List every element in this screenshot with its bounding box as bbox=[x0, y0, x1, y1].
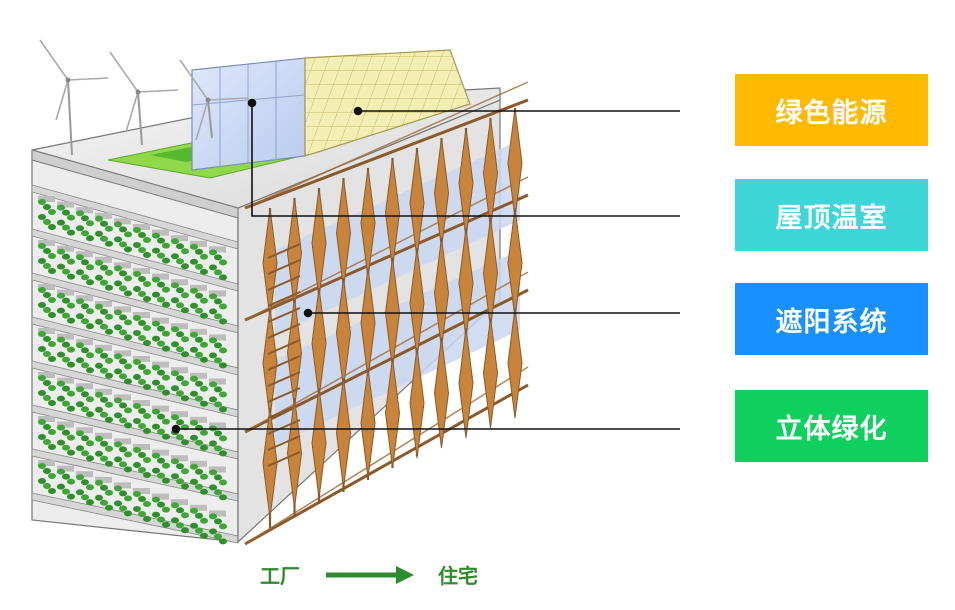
vine-planter bbox=[95, 300, 113, 335]
vine-planter bbox=[152, 273, 170, 308]
wind-turbines bbox=[39, 39, 249, 156]
vine-planter bbox=[95, 212, 113, 247]
vine-planter bbox=[38, 284, 56, 318]
vine-planter bbox=[152, 317, 170, 352]
vine-planter bbox=[152, 493, 170, 528]
vine-planter bbox=[171, 499, 189, 534]
footer-to-text: 住宅 bbox=[438, 564, 478, 588]
vine-planter bbox=[95, 388, 113, 423]
vine-planter bbox=[171, 279, 189, 314]
vine-planter bbox=[190, 240, 208, 275]
wind-turbine-icon bbox=[39, 39, 109, 156]
vine-planter bbox=[114, 262, 132, 297]
vine-planter bbox=[209, 334, 227, 369]
vine-planter bbox=[171, 323, 189, 358]
leader-line-greenhouse bbox=[251, 103, 680, 217]
label-vertical-greening: 立体绿化 bbox=[735, 390, 928, 462]
leader-lines bbox=[171, 98, 680, 434]
vine-planter bbox=[38, 460, 56, 494]
shading-facade bbox=[244, 81, 529, 546]
vine-planter bbox=[57, 421, 75, 456]
vine-planter bbox=[57, 245, 75, 280]
vine-planter bbox=[209, 466, 227, 501]
vine-planter bbox=[190, 328, 208, 363]
vine-planter bbox=[209, 378, 227, 413]
vine-planter bbox=[133, 224, 151, 258]
vine-planter bbox=[38, 416, 56, 450]
vine-planter bbox=[152, 361, 170, 396]
vine-planter bbox=[38, 328, 56, 362]
vine-planter bbox=[76, 295, 94, 330]
vine-planter bbox=[114, 306, 132, 341]
vine-planter bbox=[76, 427, 94, 462]
vine-planter bbox=[190, 284, 208, 319]
vine-planter bbox=[152, 405, 170, 440]
wind-turbine-icon bbox=[109, 51, 179, 146]
label-rooftop-greenhouse: 屋顶温室 bbox=[735, 179, 928, 251]
vine-planter bbox=[171, 367, 189, 402]
vine-planter bbox=[152, 229, 170, 264]
vine-planter bbox=[152, 449, 170, 484]
vine-planter bbox=[190, 460, 208, 495]
vine-planter bbox=[95, 432, 113, 467]
vine-planter bbox=[57, 377, 75, 412]
vine-planter bbox=[171, 455, 189, 490]
vine-planter bbox=[171, 235, 189, 270]
vine-planter bbox=[133, 268, 151, 302]
vine-planter bbox=[133, 356, 151, 390]
roof-slab-edge bbox=[31, 149, 239, 219]
vine-planter bbox=[133, 312, 151, 346]
vine-planter bbox=[171, 411, 189, 446]
vine-planter bbox=[209, 422, 227, 457]
vine-planter bbox=[57, 333, 75, 368]
footer-from-text: 工厂 bbox=[260, 564, 300, 588]
vine-planter bbox=[76, 383, 94, 418]
vine-planter bbox=[209, 246, 227, 281]
vine-planter bbox=[38, 196, 56, 230]
vine-planter bbox=[76, 471, 94, 506]
vine-planter bbox=[76, 251, 94, 286]
vine-planter bbox=[95, 476, 113, 511]
vertical-greening bbox=[38, 196, 227, 545]
vine-planter bbox=[38, 372, 56, 406]
vine-planter bbox=[57, 289, 75, 324]
vine-planter bbox=[190, 372, 208, 407]
vine-planter bbox=[209, 510, 227, 545]
vine-planter bbox=[133, 400, 151, 434]
wind-turbine-icon bbox=[179, 59, 249, 141]
vine-planter bbox=[190, 504, 208, 539]
vine-planter bbox=[57, 201, 75, 236]
vine-planter bbox=[114, 438, 132, 473]
vine-planter bbox=[114, 482, 132, 517]
arrow-right-icon bbox=[326, 566, 414, 584]
vine-planter bbox=[133, 444, 151, 478]
vine-planter bbox=[114, 350, 132, 385]
vine-planter bbox=[76, 339, 94, 374]
vine-planter bbox=[114, 394, 132, 429]
rooftop-greenhouse bbox=[191, 49, 471, 171]
vine-planter bbox=[114, 218, 132, 253]
vine-planter bbox=[57, 465, 75, 500]
vine-planter bbox=[76, 207, 94, 242]
vine-planter bbox=[95, 344, 113, 379]
label-shading-system: 遮阳系统 bbox=[735, 283, 928, 355]
vine-planter bbox=[95, 256, 113, 291]
vine-planter bbox=[209, 290, 227, 325]
label-green-energy: 绿色能源 bbox=[735, 74, 928, 146]
vine-planter bbox=[38, 240, 56, 274]
vine-planter bbox=[133, 488, 151, 522]
